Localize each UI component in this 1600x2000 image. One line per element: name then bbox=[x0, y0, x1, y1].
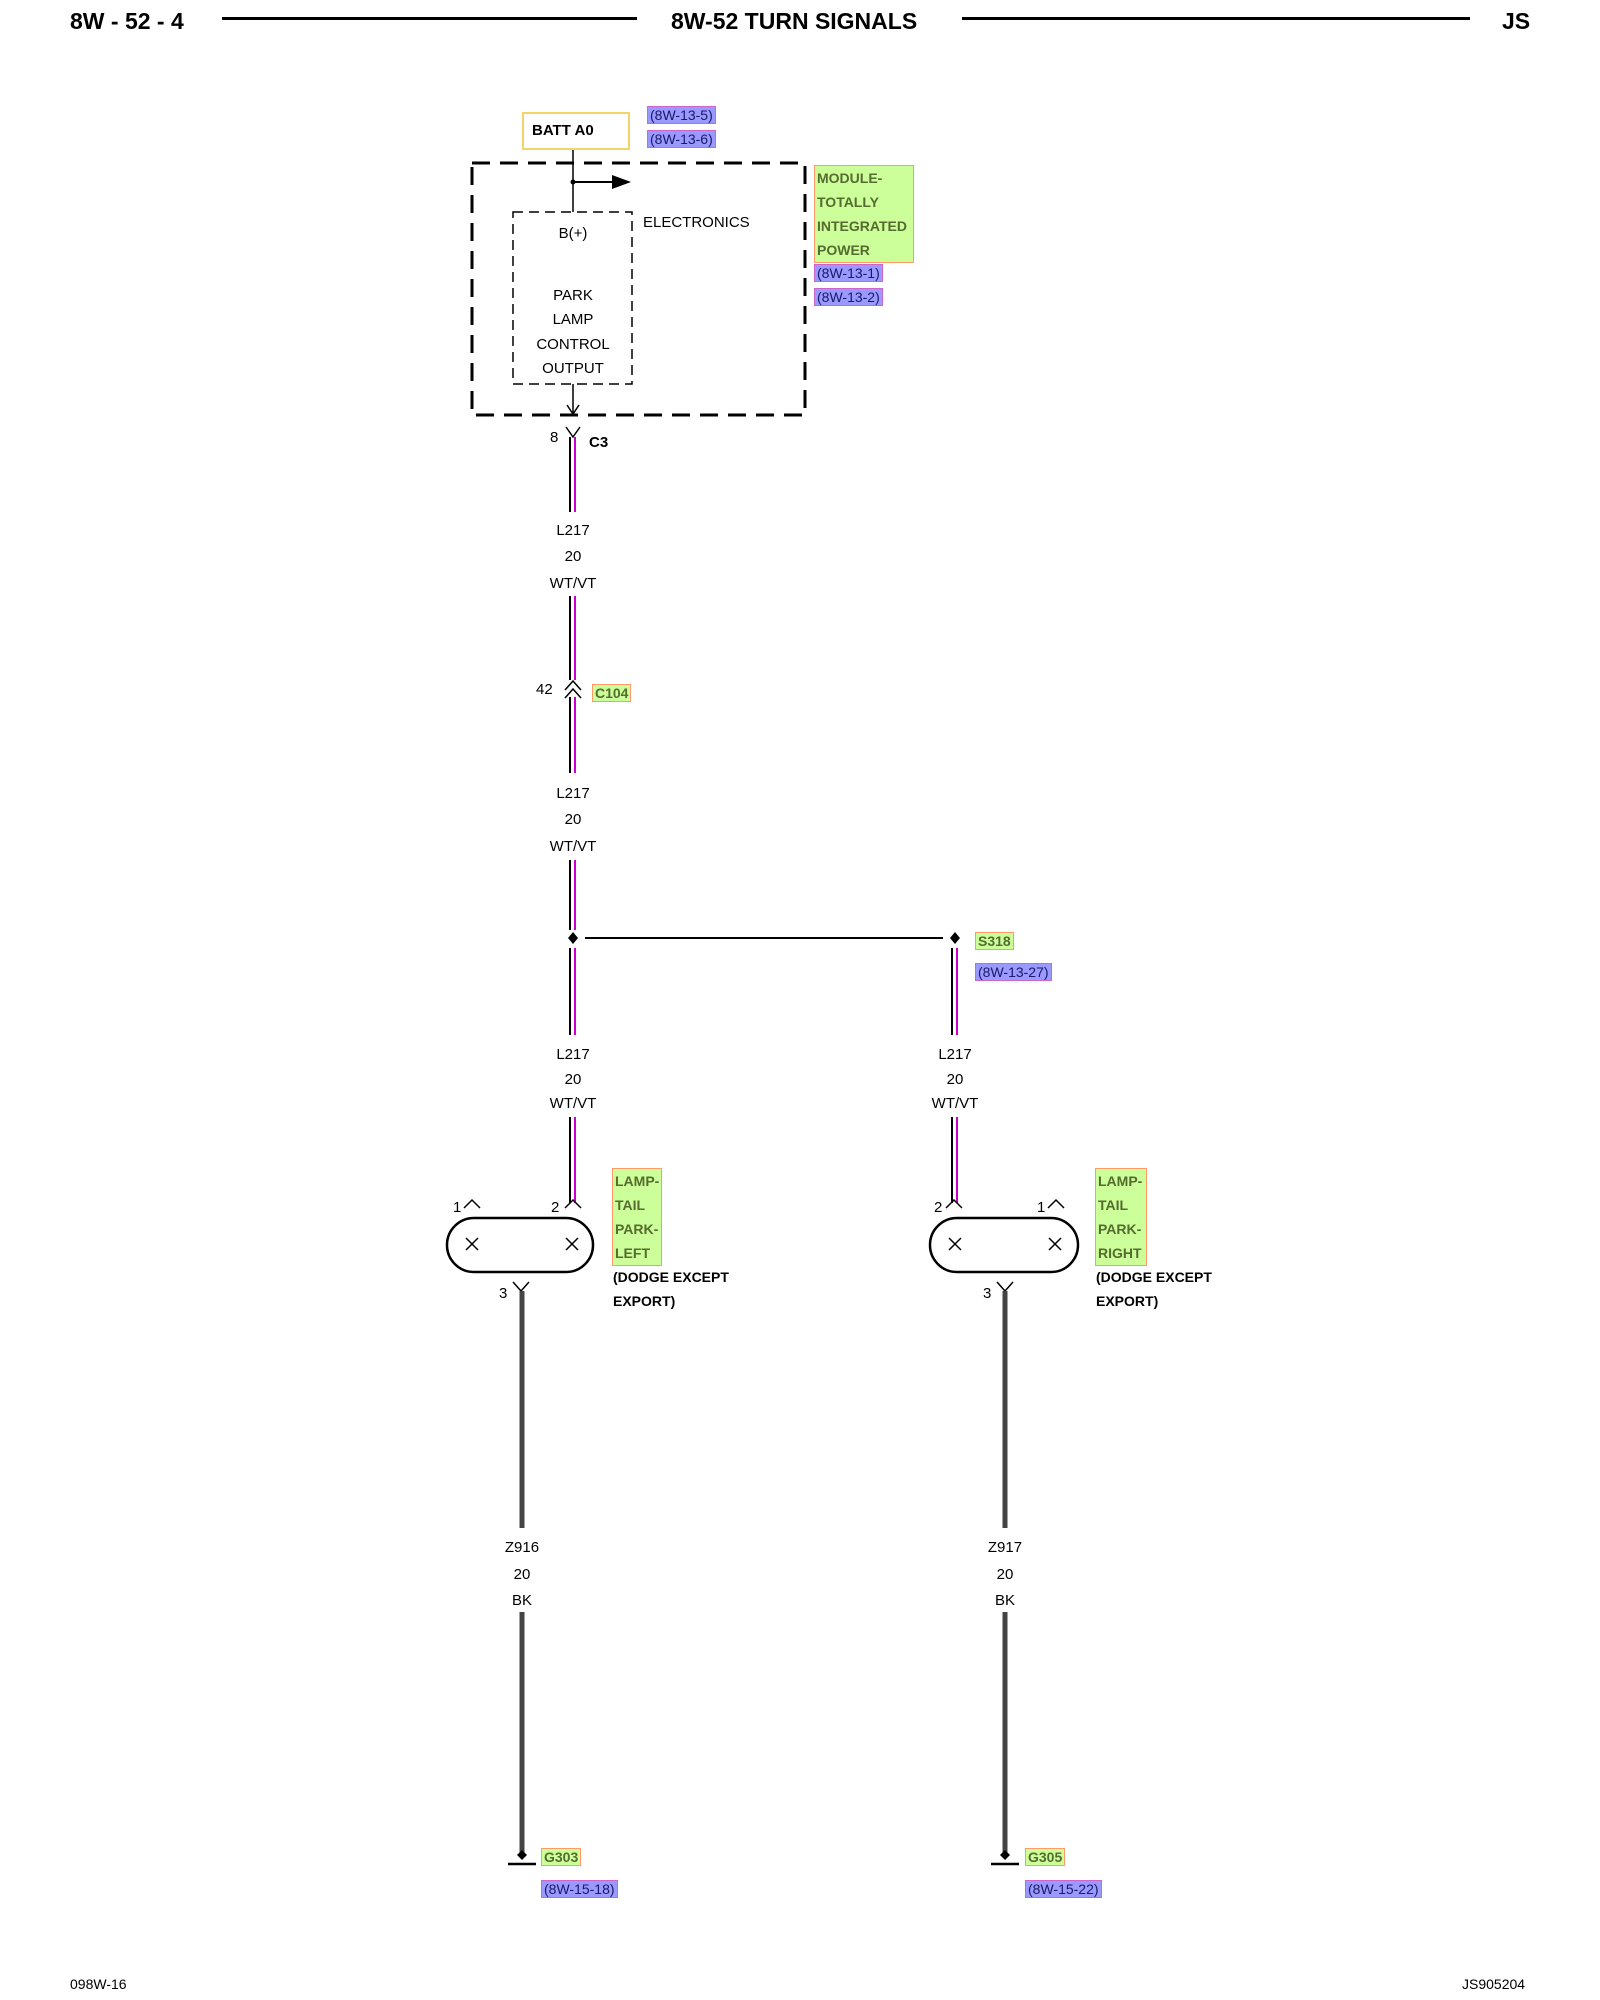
batt-label: BATT A0 bbox=[532, 122, 594, 139]
wire-left-branch bbox=[569, 948, 576, 1203]
electronics-arrow-head bbox=[612, 175, 631, 189]
lamp-right-name-line-3: PARK- bbox=[1098, 1221, 1142, 1237]
c104-pin-number: 42 bbox=[536, 681, 553, 698]
lamp-left-name-line-3: PARK- bbox=[615, 1221, 659, 1237]
c104-connector-symbol bbox=[564, 679, 582, 699]
lamp-left-pin-3: 3 bbox=[499, 1285, 508, 1302]
wire-segment-4 bbox=[569, 860, 576, 930]
lamp-right-name-tag[interactable]: LAMP- TAIL PARK- RIGHT bbox=[1095, 1168, 1147, 1266]
wire-right-branch bbox=[951, 948, 958, 1203]
wire-segment-1 bbox=[569, 437, 576, 512]
wire2-circuit: L217 bbox=[556, 785, 590, 802]
output-line-3: CONTROL bbox=[536, 336, 610, 353]
lamp-right-note-2: EXPORT) bbox=[1096, 1293, 1159, 1309]
module-ref-2[interactable]: (8W-13-2) bbox=[814, 288, 883, 306]
wire-left-ground-color: BK bbox=[511, 1592, 532, 1609]
batt-ref-2[interactable]: (8W-13-6) bbox=[647, 130, 716, 148]
lamp-right-pin-1: 1 bbox=[1037, 1199, 1046, 1216]
footer-right-code: JS905204 bbox=[1462, 1976, 1526, 1992]
model-code: JS bbox=[1502, 8, 1531, 34]
wire-right-ground-gauge: 20 bbox=[996, 1566, 1014, 1583]
lamp-right-name-line-1: LAMP- bbox=[1098, 1173, 1143, 1189]
wire3-gauge: 20 bbox=[564, 1071, 582, 1088]
batt-a0-box: BATT A0 bbox=[522, 112, 630, 150]
module-name-tag[interactable]: MODULE- TOTALLY INTEGRATED POWER bbox=[814, 165, 914, 263]
lamp-left-name-line-4: LEFT bbox=[615, 1245, 650, 1261]
wire-segment-2 bbox=[569, 596, 576, 680]
batt-ref-1[interactable]: (8W-13-5) bbox=[647, 106, 716, 124]
wire-segment-3 bbox=[569, 697, 576, 773]
wire3-color: WT/VT bbox=[549, 1095, 597, 1112]
lamp-right-pin-3: 3 bbox=[983, 1285, 992, 1302]
lamp-left-note-1: (DODGE EXCEPT bbox=[613, 1269, 729, 1285]
lamp-left-name-tag[interactable]: LAMP- TAIL PARK- LEFT bbox=[612, 1168, 662, 1266]
wire4-color: WT/VT bbox=[931, 1095, 979, 1112]
s318-ref[interactable]: (8W-13-27) bbox=[975, 963, 1052, 981]
lamp-right-note-1: (DODGE EXCEPT bbox=[1096, 1269, 1212, 1285]
ground-left-tag[interactable]: G303 bbox=[541, 1848, 582, 1866]
bplus-label: B(+) bbox=[558, 225, 588, 242]
splice-left-node bbox=[568, 932, 578, 944]
module-inner-box bbox=[512, 211, 633, 385]
c3-connector-symbol bbox=[565, 426, 581, 439]
wire2-color: WT/VT bbox=[549, 838, 597, 855]
wire1-circuit: L217 bbox=[556, 522, 590, 539]
ground-right-tag[interactable]: G305 bbox=[1025, 1848, 1066, 1866]
c3-connector-name: C3 bbox=[589, 434, 609, 451]
wire4-gauge: 20 bbox=[946, 1071, 964, 1088]
ground-right-ref[interactable]: (8W-15-22) bbox=[1025, 1880, 1102, 1898]
electronics-label: ELECTRONICS bbox=[643, 214, 750, 231]
lamp-right-symbol bbox=[928, 1198, 1080, 1293]
page-number: 8W - 52 - 4 bbox=[70, 8, 184, 34]
lamp-right-name-line-4: RIGHT bbox=[1098, 1245, 1142, 1261]
wire2-gauge: 20 bbox=[564, 811, 582, 828]
wire-right-ground-circuit: Z917 bbox=[987, 1539, 1023, 1556]
wire1-gauge: 20 bbox=[564, 548, 582, 565]
wire-left-ground-gauge: 20 bbox=[513, 1566, 531, 1583]
lamp-left-pin-1: 1 bbox=[453, 1199, 462, 1216]
wire-right-ground-color: BK bbox=[994, 1592, 1015, 1609]
wire4-circuit: L217 bbox=[938, 1046, 972, 1063]
module-name-line-2: TOTALLY bbox=[817, 194, 879, 210]
lamp-left-note-2: EXPORT) bbox=[613, 1293, 676, 1309]
output-arrow bbox=[566, 404, 580, 416]
header-rule-left bbox=[222, 17, 637, 20]
wire-left-ground-circuit: Z916 bbox=[504, 1539, 540, 1556]
module-name-line-3: INTEGRATED bbox=[817, 218, 907, 234]
module-name-line-4: POWER bbox=[817, 242, 870, 258]
lamp-right-pin-2: 2 bbox=[934, 1199, 943, 1216]
ground-left-ref[interactable]: (8W-15-18) bbox=[541, 1880, 618, 1898]
ground-right-symbol bbox=[991, 1850, 1019, 1866]
batt-junction-dot bbox=[570, 179, 576, 185]
ground-left-symbol bbox=[508, 1850, 536, 1866]
c104-connector-tag[interactable]: C104 bbox=[592, 684, 632, 702]
wire1-color: WT/VT bbox=[549, 575, 597, 592]
page-title: 8W-52 TURN SIGNALS bbox=[671, 8, 918, 34]
wire3-circuit: L217 bbox=[556, 1046, 590, 1063]
module-ref-1[interactable]: (8W-13-1) bbox=[814, 264, 883, 282]
module-outline bbox=[470, 161, 807, 417]
s318-splice-tag[interactable]: S318 bbox=[975, 932, 1014, 950]
lamp-left-name-line-2: TAIL bbox=[615, 1197, 646, 1213]
lamp-right-name-line-2: TAIL bbox=[1098, 1197, 1129, 1213]
splice-s318-node bbox=[950, 932, 960, 944]
header-rule-right bbox=[962, 17, 1470, 20]
lamp-left-pin-2: 2 bbox=[551, 1199, 560, 1216]
output-line-4: OUTPUT bbox=[542, 360, 604, 377]
lamp-left-symbol bbox=[445, 1198, 595, 1293]
module-name-line-1: MODULE- bbox=[817, 170, 883, 186]
footer-left-code: 098W-16 bbox=[70, 1976, 127, 1992]
lamp-left-name-line-1: LAMP- bbox=[615, 1173, 660, 1189]
output-line-1: PARK bbox=[553, 287, 593, 304]
c3-pin-number: 8 bbox=[550, 429, 559, 446]
output-line-2: LAMP bbox=[552, 311, 594, 328]
